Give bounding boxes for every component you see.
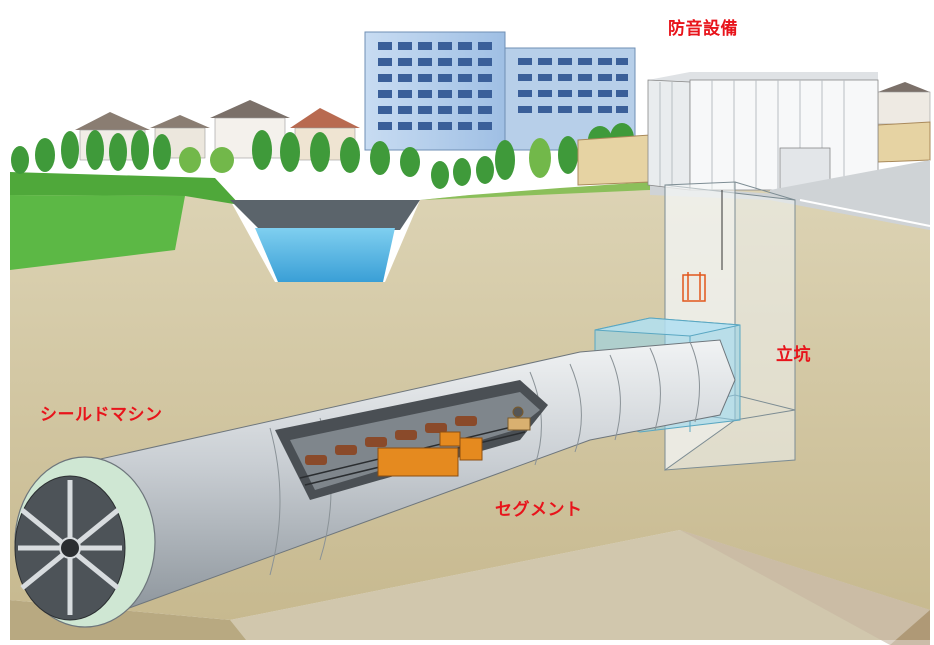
segment-label: セグメント [495,500,583,520]
shield-machine-label: シールドマシン [40,405,163,425]
grass-surface [10,172,650,270]
vertical-shaft-label: 立坑 [776,345,811,365]
segment-cars [305,416,477,465]
soundproof-facility-label: 防音設備 [668,19,738,39]
shield-machine [14,456,156,628]
tunnel-interior-cutaway [275,380,548,500]
bottom-slab [230,530,930,645]
lift-cage-icon [682,272,706,302]
backup-equipment [377,431,483,477]
river [230,200,420,282]
road [770,160,931,230]
soundproof-facility-building [647,72,879,191]
conveyor-equipment [507,406,531,431]
